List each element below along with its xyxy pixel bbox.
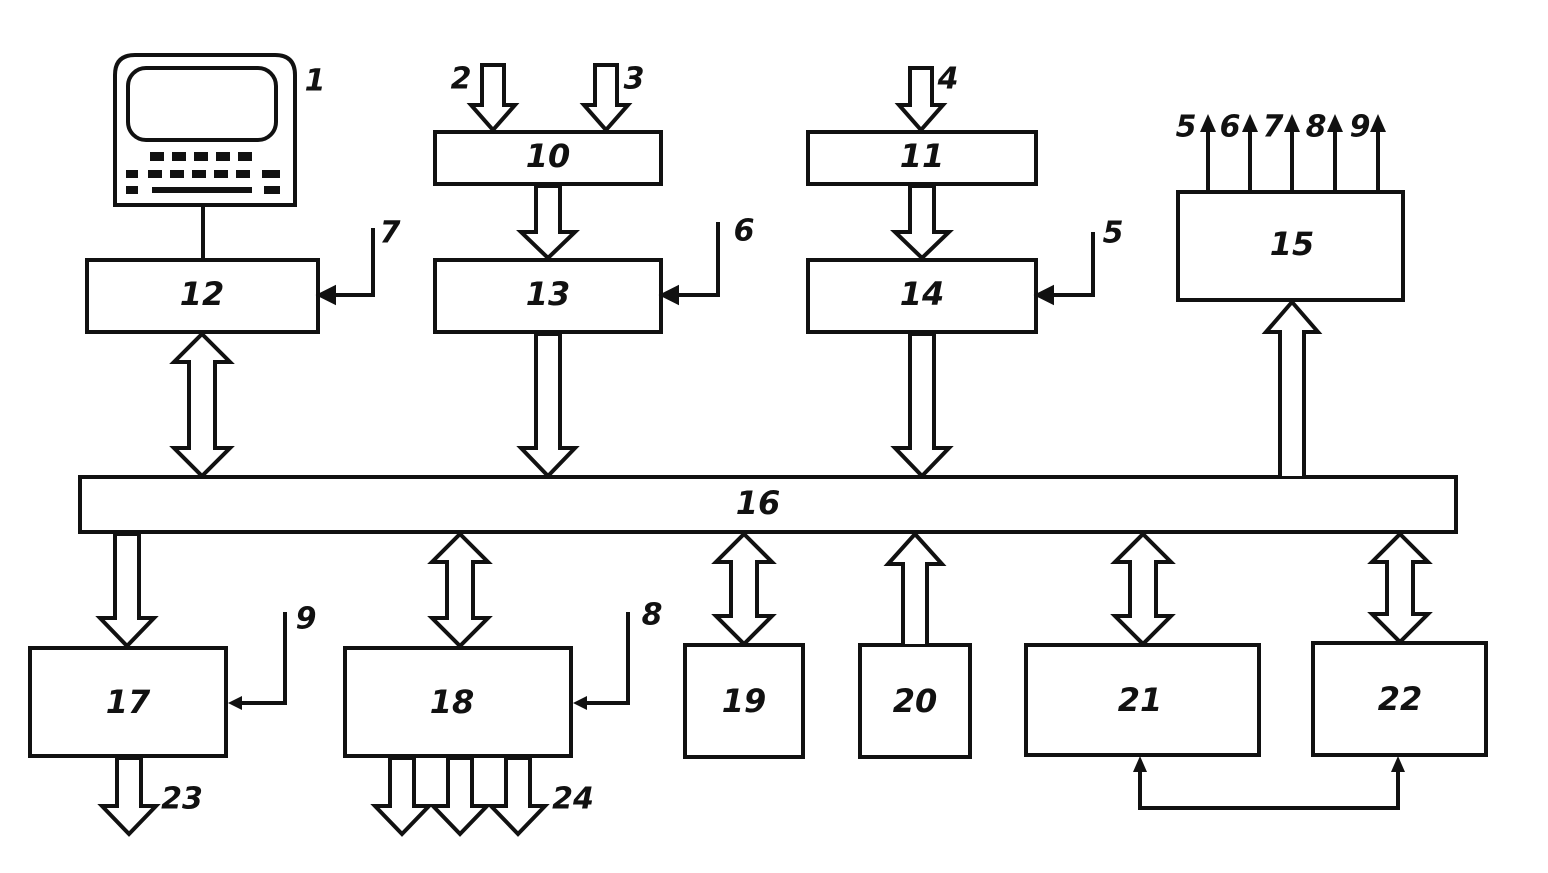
block-15	[1176, 190, 1405, 302]
block-12-label: 12	[180, 275, 225, 313]
block-19	[683, 643, 805, 759]
block-11	[806, 130, 1038, 186]
block-18	[343, 646, 573, 758]
bidir-arrow-bus-18	[427, 531, 493, 649]
outputs-15	[1200, 114, 1386, 192]
signal-arrowhead-7	[315, 284, 336, 306]
input-2-label: 2	[451, 62, 472, 97]
block-19-label: 19	[722, 682, 767, 720]
signal-line-8	[582, 612, 630, 705]
output-5-label: 5	[1176, 110, 1197, 145]
input-3-label: 3	[624, 62, 645, 97]
bus-16	[78, 475, 1458, 534]
link-21-22	[1138, 768, 1400, 810]
block-18-label: 18	[430, 683, 475, 721]
block-11-label: 11	[900, 137, 945, 175]
block-15-label: 15	[1270, 225, 1315, 263]
input-arrow-4	[894, 66, 948, 134]
block-17-label: 17	[106, 683, 151, 721]
label-terminal: 1	[305, 64, 326, 99]
signal-7-label: 7	[380, 216, 401, 251]
output-arrow-23	[97, 756, 161, 837]
input-arrow-3	[579, 63, 633, 134]
bidir-arrow-bus-21	[1110, 531, 1176, 647]
output-7-label: 7	[1263, 110, 1284, 145]
bidir-arrow-bus-22	[1367, 531, 1433, 645]
arrow-13-bus	[516, 332, 580, 479]
block-13-label: 13	[526, 275, 571, 313]
block-10-label: 10	[526, 137, 571, 175]
signal-arrowhead-5	[1033, 284, 1054, 306]
arrow-20-bus	[883, 531, 947, 644]
signal-8-label: 8	[642, 598, 663, 633]
output-24-label: 24	[552, 782, 594, 817]
block-14-label: 14	[900, 275, 945, 313]
bus-16-label: 16	[736, 484, 781, 522]
block-17	[28, 646, 228, 758]
output-arrows-24	[370, 756, 550, 837]
signal-line-9	[236, 612, 287, 705]
arrow-bus-15	[1261, 298, 1323, 476]
arrow-bus-17	[95, 532, 159, 649]
signal-line-7	[328, 228, 375, 297]
signal-6-label: 6	[734, 214, 755, 249]
signal-arrowhead-9	[228, 696, 242, 710]
bidir-arrow-12-bus	[169, 331, 235, 479]
input-arrow-2	[466, 63, 520, 134]
block-22-label: 22	[1378, 680, 1423, 718]
bidir-arrow-bus-19	[711, 531, 777, 647]
signal-line-5	[1047, 232, 1095, 297]
output-8-label: 8	[1306, 110, 1327, 145]
arrow-14-bus	[890, 332, 954, 479]
output-9-label: 9	[1350, 110, 1371, 145]
block-20	[858, 643, 972, 759]
signal-5-label: 5	[1103, 216, 1124, 251]
signal-arrowhead-8	[573, 696, 587, 710]
link-22-arrowhead	[1391, 756, 1405, 772]
block-20-label: 20	[893, 682, 938, 720]
output-23-label: 23	[161, 782, 203, 817]
signal-9-label: 9	[296, 602, 317, 637]
input-4-label: 4	[937, 62, 959, 97]
block-21-label: 21	[1118, 681, 1163, 719]
block-22	[1311, 641, 1488, 757]
output-6-label: 6	[1220, 110, 1241, 145]
signal-line-6	[672, 222, 720, 297]
signal-arrowhead-6	[658, 284, 679, 306]
computer-terminal-icon	[113, 53, 297, 207]
arrow-11-14	[890, 184, 954, 261]
block-21	[1024, 643, 1261, 757]
arrow-10-13	[516, 184, 580, 261]
link-21-arrowhead	[1133, 756, 1147, 772]
